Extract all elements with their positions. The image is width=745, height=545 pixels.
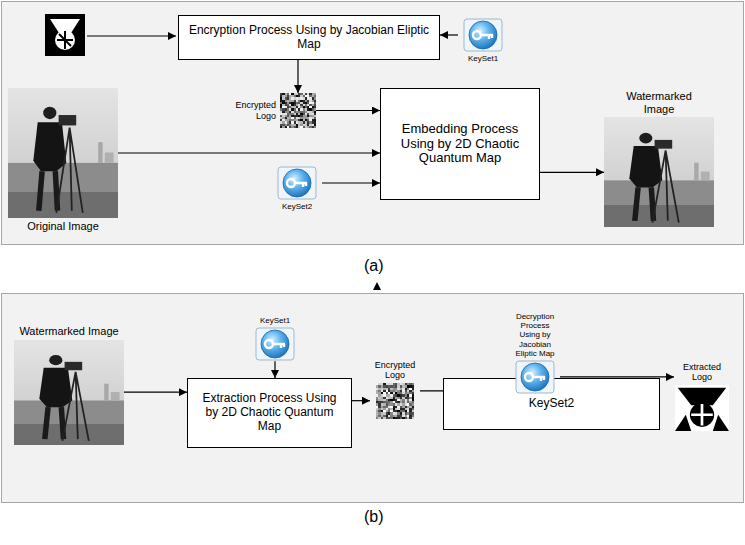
key-icon: KeySet2 (272, 166, 322, 211)
image-figure: Encrypted Logo (228, 93, 316, 128)
photo-illustration (8, 88, 118, 218)
noise-picture (280, 93, 316, 128)
arrow-connector (352, 400, 370, 401)
noise-illustration (280, 93, 316, 128)
arrow-connector (274, 361, 275, 378)
image-caption: Decryption Process Using by Jacobian Eli… (510, 312, 560, 358)
photo-illustration (604, 117, 714, 227)
key-icon: KeySet1 (458, 18, 508, 63)
panel-label: (a) (364, 257, 384, 275)
arrow-connector (322, 182, 380, 183)
logo-illustration (45, 14, 85, 56)
image-caption: Encrypted Logo (228, 100, 276, 121)
photo-picture (604, 117, 714, 227)
image-caption: KeySet1 (250, 316, 300, 325)
key-picture (255, 327, 295, 361)
image-caption: KeySet2 (272, 202, 322, 211)
photo-illustration (14, 340, 124, 445)
image-figure: Watermarked Image (14, 325, 124, 445)
key-illustration (277, 166, 317, 200)
key-icon: KeySet1 (250, 316, 300, 361)
arrow-connector (540, 172, 604, 173)
key-illustration (463, 18, 503, 52)
image-figure: Encrypted Logo (370, 360, 420, 419)
panel-arrow (373, 282, 381, 290)
process-box: Embedding Process Using by 2D Chaotic Qu… (380, 88, 540, 200)
process-box: Encryption Process Using by Jacobian Eli… (178, 15, 440, 60)
noise-illustration (376, 383, 414, 419)
noise-picture (376, 383, 414, 419)
arrow-connector (316, 110, 380, 111)
key-picture (277, 166, 317, 200)
image-caption: Extracted Logo (674, 362, 730, 383)
key-illustration (515, 360, 555, 394)
logo-picture (675, 385, 729, 431)
image-figure: Watermarked Image (604, 90, 714, 227)
box-label: Extraction Process Using by 2D Chaotic Q… (196, 392, 343, 433)
image-figure: Extracted Logo (674, 362, 730, 431)
photo-picture (14, 340, 124, 445)
arrow-connector (297, 60, 298, 93)
box-label: KeySet2 (529, 397, 574, 411)
arrow-line (87, 35, 176, 36)
process-box: Extraction Process Using by 2D Chaotic Q… (187, 378, 352, 448)
box-label: Encryption Process Using by Jacobian Eli… (187, 24, 431, 52)
image-caption: KeySet1 (458, 54, 508, 63)
key-illustration (255, 327, 295, 361)
key-icon: Decryption Process Using by Jacobian Eli… (510, 312, 560, 394)
logo-illustration (675, 385, 729, 431)
box-label: Embedding Process Using by 2D Chaotic Qu… (389, 122, 531, 167)
photo-picture (8, 88, 118, 218)
arrow-connector (440, 34, 458, 35)
image-caption: Original Image (8, 220, 118, 233)
arrow-connector (124, 392, 187, 393)
key-picture (463, 18, 503, 52)
image-caption: Watermarked Image (14, 325, 124, 338)
arrow-connector (118, 152, 380, 153)
key-picture (515, 360, 555, 394)
panel-label: (b) (364, 508, 384, 526)
image-figure: Original Image (8, 88, 118, 233)
image-caption: Watermarked Image (619, 90, 699, 115)
image-caption: Encrypted Logo (370, 360, 420, 381)
